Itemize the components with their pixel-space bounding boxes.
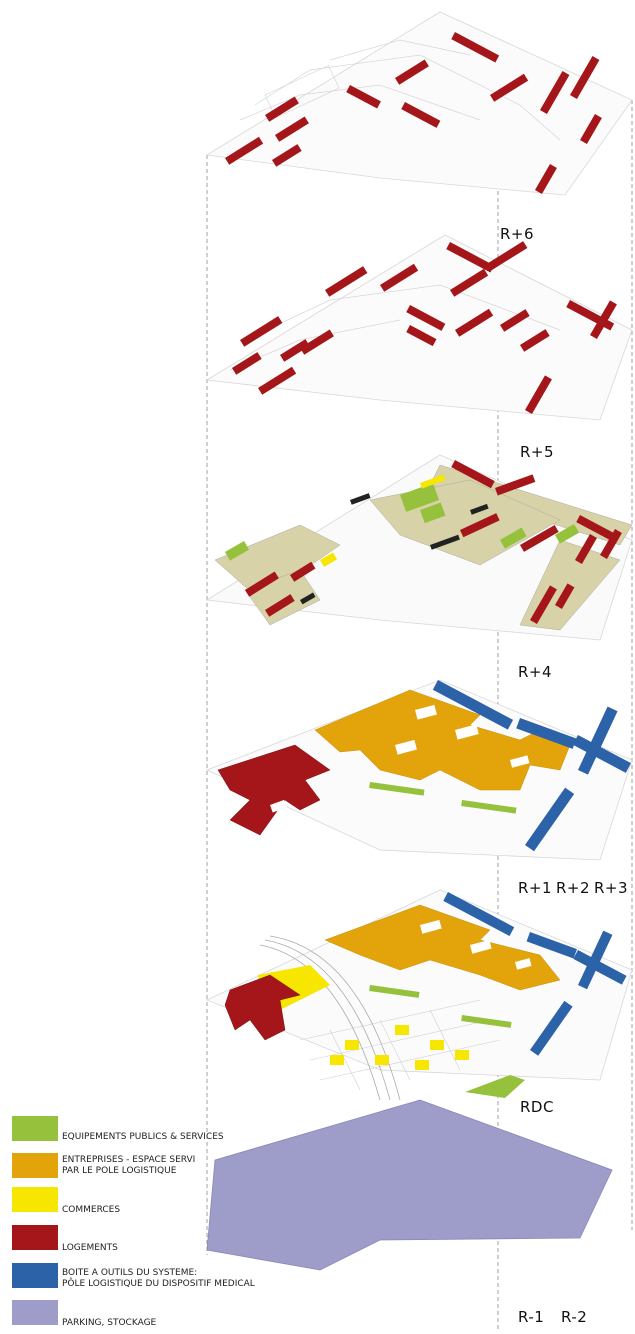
- legend-label-equipements: EQUIPEMENTS PUBLICS & SERVICES: [62, 1132, 224, 1143]
- level-r4-plan: [207, 455, 632, 640]
- legend-label-parking: PARKING, STOCKAGE: [62, 1318, 156, 1329]
- legend-swatch-commerces: [12, 1187, 58, 1212]
- level-label-r3: R+3: [594, 879, 628, 897]
- level-label-r-1: R-1: [518, 1308, 544, 1326]
- level-label-r4: R+4: [518, 663, 552, 681]
- level-label-rdc: RDC: [520, 1098, 554, 1116]
- legend-label-logements: LOGEMENTS: [62, 1243, 118, 1254]
- level-r1-r3-plan: [207, 680, 632, 860]
- level-basement-plan: [207, 1100, 612, 1270]
- level-label-r6: R+6: [500, 225, 534, 243]
- legend-swatch-entreprises: [12, 1153, 58, 1178]
- level-label-r-2: R-2: [561, 1308, 587, 1326]
- level-r6-slab: [207, 12, 632, 195]
- level-label-r1: R+1: [518, 879, 552, 897]
- level-label-r5: R+5: [520, 443, 554, 461]
- legend-label-boite: BOITE A OUTILS DU SYSTEME: PÔLE LOGISTIQ…: [62, 1268, 255, 1290]
- level-label-r2: R+2: [556, 879, 590, 897]
- level-r5-plan: [207, 235, 632, 420]
- legend-swatch-parking: [12, 1300, 58, 1325]
- legend-swatch-boite: [12, 1263, 58, 1288]
- level-rdc-plan: [207, 890, 632, 1100]
- parking-slab: [207, 1100, 612, 1270]
- legend-label-entreprises: ENTREPRISES - ESPACE SERVI PAR LE POLE L…: [62, 1155, 195, 1177]
- legend-label-commerces: COMMERCES: [62, 1205, 120, 1216]
- level-r6-plan: [207, 12, 632, 195]
- legend-swatch-equipements: [12, 1116, 58, 1141]
- legend-swatch-logements: [12, 1225, 58, 1250]
